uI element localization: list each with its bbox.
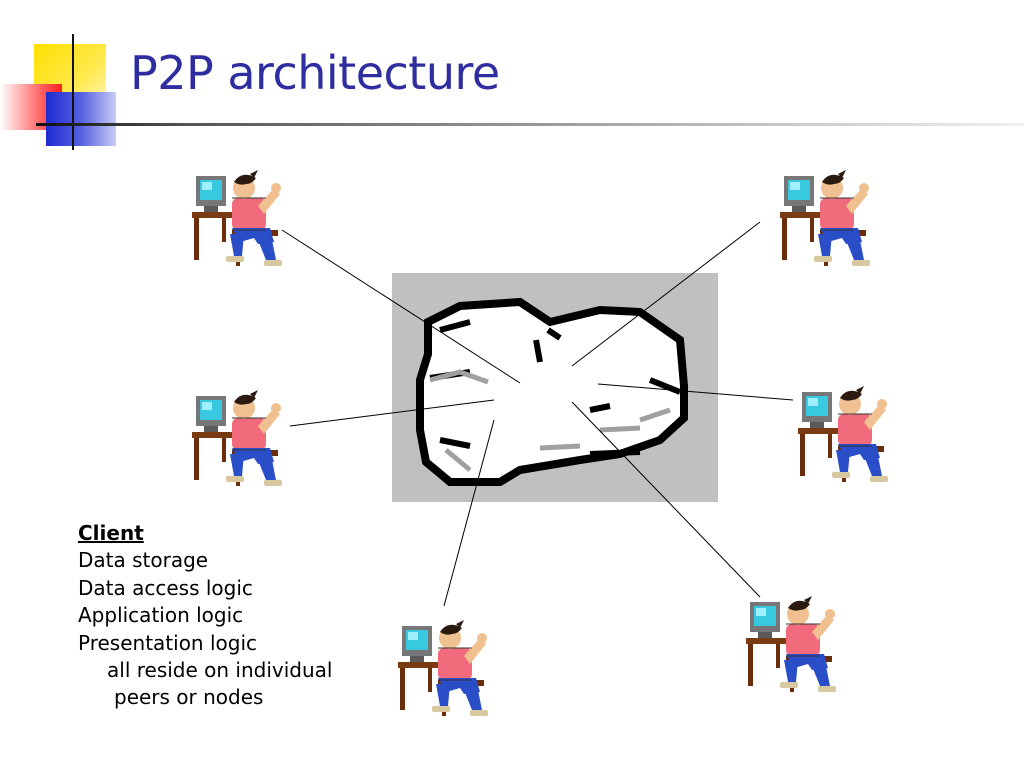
client-heading: Client: [78, 521, 144, 545]
connector-line: [597, 383, 794, 401]
client-note-line: all reside on individual: [107, 658, 333, 683]
client-item: Data storage: [78, 548, 209, 573]
person-at-computer-icon: [397, 619, 489, 717]
client-item: Presentation logic: [78, 630, 258, 655]
connector-line: [571, 401, 761, 598]
vertical-rule: [72, 34, 74, 150]
slide-title: P2P architecture: [130, 46, 500, 100]
person-at-computer-icon: [797, 385, 889, 483]
person-at-computer-icon: [745, 595, 837, 693]
blue-square: [46, 92, 116, 146]
person-at-computer-icon: [779, 169, 871, 267]
title-underline: [36, 123, 1024, 126]
client-item: Data access logic: [78, 575, 253, 600]
client-description: Client Data storage Data access logic Ap…: [78, 520, 332, 712]
cloud-icon: [416, 297, 688, 486]
client-note-line: peers or nodes: [114, 685, 264, 710]
connector-line: [571, 221, 761, 367]
person-at-computer-icon: [191, 389, 283, 487]
client-item: Application logic: [78, 603, 244, 628]
connector-line: [289, 399, 495, 427]
connector-line: [443, 419, 495, 607]
connector-line: [281, 229, 521, 384]
person-at-computer-icon: [191, 169, 283, 267]
corner-decoration: [0, 0, 140, 160]
